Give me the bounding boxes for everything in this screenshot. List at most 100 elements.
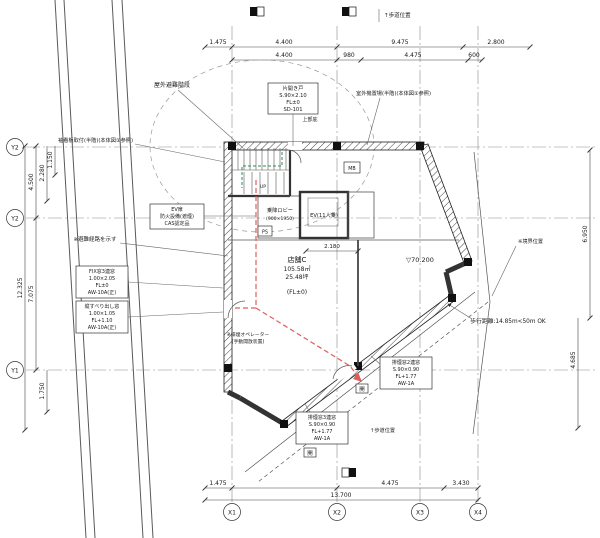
mb-box [343, 161, 361, 174]
dim-bottom-1: 1.475 [209, 480, 226, 487]
vent2-line4: AW-1A [398, 381, 415, 387]
sidewalk-note-top: ↑歩道位置 [384, 11, 411, 19]
section-marker-bottom [341, 467, 356, 478]
vent3-line4: AW-1A [314, 436, 331, 442]
dim-left-1150: 1.150 [47, 151, 54, 168]
wall-top [227, 141, 425, 151]
grid-label-x1: X1 [228, 510, 236, 517]
elevator-core: 乗降ロビー (900×1950) EV(11人乗) MB PS 2.180 [257, 161, 375, 254]
stair-note: 屋外避難階段 [154, 81, 190, 89]
dim-top1-2: 4.400 [275, 39, 292, 46]
vent-operator-note2: (手動開放装置) [232, 338, 265, 345]
annotation-labels: 屋外避難階段 片開き戸 S.90×2.10 FL±0 SD-101 室外機置場(… [58, 6, 546, 478]
door-swing-left [227, 300, 246, 319]
dim-bottom-2: 4.475 [381, 480, 398, 487]
dim-right-4685: 4.685 [570, 351, 577, 368]
grid-label-x4: X4 [474, 510, 482, 517]
open-mark-box-1 [303, 447, 317, 458]
vent2-line1: 排煙窓2連窓 [392, 359, 420, 366]
vent2-line3: FL+1.77 [396, 374, 417, 380]
section-marker-top-2 [342, 6, 357, 17]
grid-label-x3: X3 [416, 510, 424, 517]
escape-route-line [255, 180, 361, 380]
signboard-note: 袖看板取付(半階)(本体図①参照) [58, 136, 133, 144]
dim-left-4500: 4.500 [28, 173, 35, 190]
wall-southwest [238, 395, 286, 427]
grid-lines [26, 26, 595, 502]
door-opening-top [288, 142, 302, 150]
dim-bottom-total: 13.700 [331, 492, 352, 499]
door-swing-entrance [332, 365, 353, 380]
grid-bubbles: Y2 Y2 Y1 X1 X2 X3 X4 [6, 138, 487, 521]
vent3-label-box [295, 411, 349, 445]
dim-left-2280: 2.280 [39, 164, 46, 181]
vent3-line2: S.90×0.90 [309, 422, 335, 428]
store-area-tsubo: 25.48坪 [285, 273, 308, 281]
dim-right-6950: 6.950 [582, 225, 589, 242]
dim-lobby-interior: 2.180 [324, 244, 340, 250]
section-marker-top-1 [250, 6, 265, 17]
casement-line2: 1.00×1.05 [89, 311, 115, 317]
door-box-line1: 片開き戸 [283, 84, 304, 92]
wall-southwest-end [226, 389, 242, 401]
building-walls [223, 141, 473, 428]
dimension-lines-right: 6.950 4.685 [570, 147, 593, 431]
store-area-m2: 105.58㎡ [284, 265, 311, 273]
grid-label-y2b: Y2 [10, 216, 19, 223]
dim-top2-2: 980 [343, 52, 355, 59]
grid-bubble-y1 [6, 361, 24, 379]
elevator-car [307, 197, 339, 227]
dim-top2-1: 4.400 [275, 52, 292, 59]
stair-up-label: UP [260, 184, 266, 190]
mb-label: MB [348, 166, 355, 172]
casement-line3: FL+1.10 [92, 318, 113, 324]
lobby-label: 乗降ロビー [267, 206, 293, 214]
dimension-lines-top: 1.475 4.400 9.475 2.800 4.400 980 4.475 … [202, 39, 533, 63]
door-box-line4: SD-101 [283, 107, 302, 113]
grid-bubble-x3 [411, 503, 429, 521]
ev-door-label-box [149, 203, 205, 230]
fix-window-line2: 1.00×2.05 [89, 276, 115, 282]
door-opening-left [224, 300, 232, 318]
dim-top2-3: 4.475 [404, 52, 421, 59]
grid-bubble-y2b [6, 209, 24, 227]
fix-window-line4: AW-10A(正) [88, 290, 116, 296]
shaft-side-room [347, 191, 375, 239]
dimension-lines-bottom: 1.475 4.475 3.430 13.700 [202, 480, 481, 503]
store-name: 店舗C [288, 255, 307, 264]
vent2-line2: S.90×0.90 [393, 367, 419, 373]
ev-door-line3: CAS認定品 [164, 220, 189, 227]
door-swing-top [287, 149, 302, 164]
fix-window-label-box [75, 265, 129, 299]
ps-label: PS [262, 230, 268, 236]
level-mark: ▽70.200 [406, 256, 434, 264]
outdoor-unit-note: 室外機置場(半階)(本体図①参照) [356, 89, 431, 97]
grid-bubble-x4 [469, 503, 487, 521]
grid-bubble-x2 [328, 503, 346, 521]
casement-line1: 縦すべり出し窓 [85, 303, 120, 310]
ev-door-line1: EV扉 [171, 206, 183, 213]
store-floor-level: (FL±0) [287, 289, 307, 296]
walk-distance-note: 歩行距離:14.85m<50m OK [470, 317, 546, 325]
vent-operator-note1: ※排煙オペレーター [227, 331, 270, 338]
wall-left [223, 141, 233, 393]
wall-northeast-slant [419, 143, 473, 264]
door-box-line2: S.90×2.10 [279, 93, 306, 99]
vent3-line3: FL+1.77 [312, 429, 333, 435]
dim-top1-1: 1.475 [209, 39, 226, 46]
sidewalk-note-bottom: ↑歩道位置 [370, 426, 395, 434]
grid-label-y2a: Y2 [10, 145, 19, 152]
ps-box [257, 225, 273, 237]
casement-line4: AW-10A(正) [88, 325, 116, 331]
open-mark-2: 開 [359, 386, 365, 393]
dim-left-total: 12.325 [17, 277, 24, 298]
stair-route-line [241, 152, 283, 188]
grid-bubble-x1 [223, 503, 241, 521]
door-box-line3: FL±0 [286, 100, 300, 106]
dim-bottom-3: 3.430 [452, 480, 469, 487]
casement-window-label-box [75, 300, 129, 334]
site-boundary-lines [244, 151, 491, 483]
open-mark-box-2 [355, 383, 369, 394]
fix-window-line3: FL±0 [95, 283, 108, 289]
